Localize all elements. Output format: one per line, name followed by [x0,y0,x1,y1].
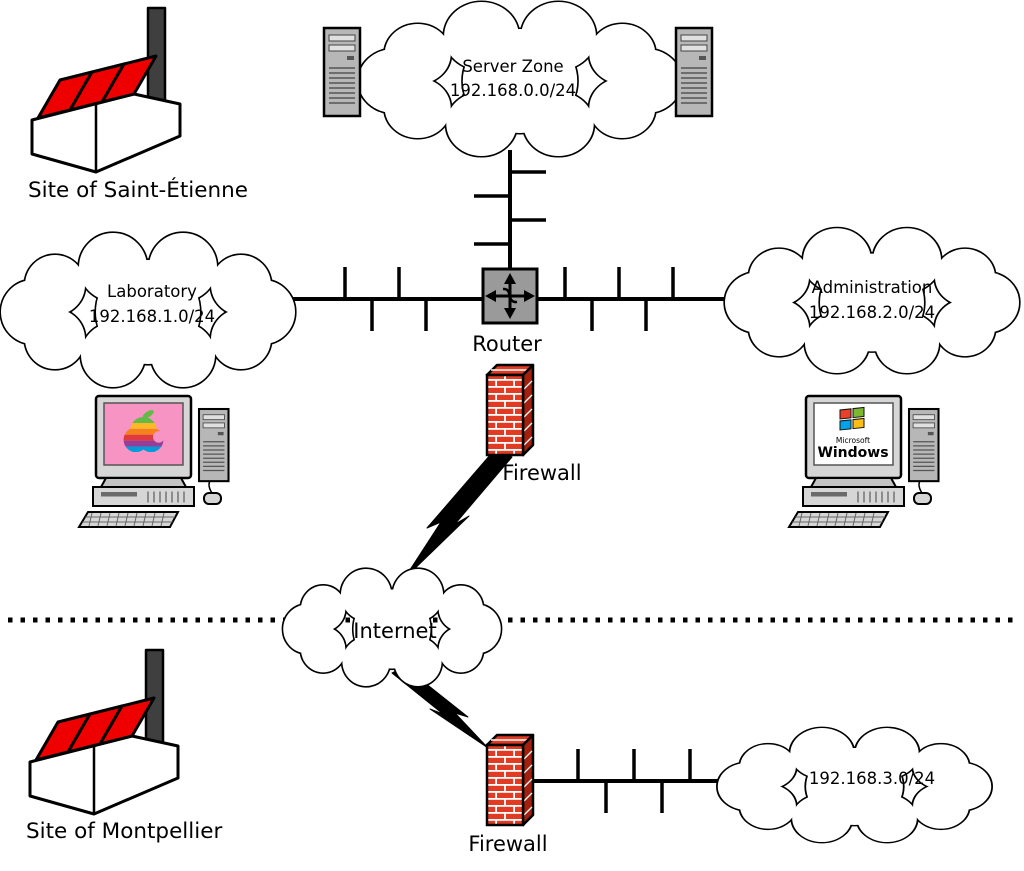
server-zone-label: Server Zone [462,57,563,76]
mac-workstation-icon [77,394,230,529]
laboratory-subnet: 192.168.1.0/24 [89,307,215,326]
cloud-administration [723,226,1021,375]
cloud-server-zone [356,0,684,158]
router-icon [481,267,539,325]
server-tower-right-icon [674,26,714,118]
apple-logo-icon [123,410,165,453]
firewall-bottom-label: Firewall [468,832,547,856]
montpellier-lan-subnet: 192.168.3.0/24 [809,769,935,788]
lightning-link-top-icon [403,446,513,580]
microsoft-text: Microsoft [836,436,870,445]
factory-montpellier-icon [28,648,180,816]
internet-label: Internet [353,619,436,643]
laboratory-label: Laboratory [107,282,197,301]
montpellier-bus [523,749,728,813]
router-label: Router [472,332,542,356]
windows-logo-icon: Microsoft Windows [817,406,889,461]
windows-text: Windows [817,445,888,461]
factory-saint-etienne-icon [30,6,182,174]
site-saint-etienne-label: Site of Saint-Étienne [28,177,248,203]
server-zone-bus [474,150,546,272]
firewall-top-label: Firewall [502,461,581,485]
administration-subnet: 192.168.2.0/24 [809,303,935,322]
administration-label: Administration [812,278,933,297]
server-tower-left-icon [322,26,362,118]
windows-workstation-icon: Microsoft Windows [787,394,940,529]
server-zone-subnet: 192.168.0.0/24 [450,81,576,100]
firewall-top-icon [485,363,535,457]
firewall-bottom-icon [485,733,535,827]
site-montpellier-label: Site of Montpellier [26,819,222,844]
